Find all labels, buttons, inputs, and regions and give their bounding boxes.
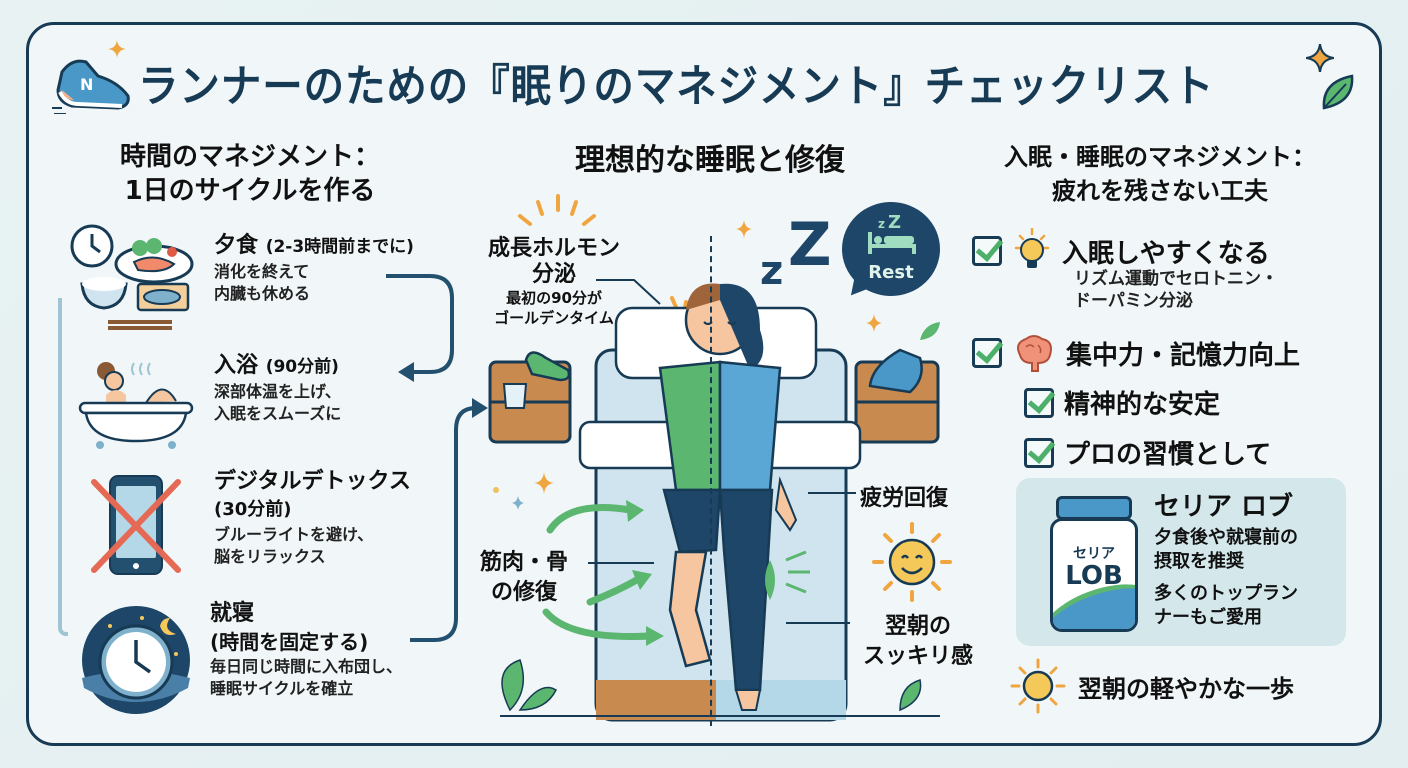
- lightbulb-icon: [1014, 228, 1050, 268]
- check-label: 精神的な安定: [1064, 390, 1221, 420]
- sparkle-icon: [1306, 44, 1334, 72]
- product-desc: 夕食後や就寝前の: [1154, 527, 1298, 548]
- product-desc: ナーもご愛用: [1154, 607, 1262, 628]
- label-desc: 最初の90分が: [506, 289, 602, 307]
- label-line: 分泌: [531, 262, 576, 287]
- label-line: の修復: [490, 580, 557, 605]
- check-item-mental-stability: 精神的な安定: [1024, 384, 1220, 421]
- item-note: (90分前): [265, 357, 339, 377]
- schedule-item-bedtime: 就寝 (時間を固定する) 毎日同じ時間に入布団し、 睡眠サイクルを確立: [210, 600, 402, 700]
- growth-hormone-label: 成長ホルモン 分泌 最初の90分が ゴールデンタイム: [474, 236, 634, 328]
- item-desc: 消化を終えて: [214, 262, 310, 281]
- item-desc: 深部体温を上げ、: [214, 382, 341, 401]
- item-note: (30分前): [214, 499, 292, 520]
- rest-label: Rest: [868, 262, 914, 283]
- right-heading-line1: 入眠・睡眠のマネジメント：: [1004, 143, 1316, 171]
- checkbox-checked[interactable]: [972, 338, 1002, 368]
- item-desc: 毎日同じ時間に入布団し、: [210, 657, 403, 676]
- item-desc: 睡眠サイクルを確立: [210, 679, 354, 698]
- supplement-bottle-icon: セリア LOB: [1050, 496, 1138, 632]
- bottle-brand: LOB: [1065, 561, 1123, 591]
- brain-icon: [1017, 335, 1052, 372]
- night-clock-icon: [82, 606, 190, 714]
- schedule-item-dinner: 夕食 (2-3時間前までに) 消化を終えて 内臓も休める: [214, 232, 414, 305]
- label-desc: ゴールデンタイム: [494, 309, 614, 327]
- item-desc: ブルーライトを避け、: [214, 525, 374, 544]
- leader-line: [596, 279, 661, 305]
- checkbox-checked[interactable]: [1024, 387, 1054, 418]
- timeline-line: [58, 298, 68, 636]
- no-phone-icon: [91, 475, 181, 575]
- product-desc: 摂取を推奨: [1154, 551, 1244, 572]
- left-heading-line1: 時間のマネジメント：: [119, 142, 380, 172]
- zzz-small: z: [760, 248, 784, 294]
- right-heading-line2: 疲れを残さない工夫: [1052, 177, 1268, 205]
- svg-text:z: z: [878, 217, 885, 231]
- product-name: セリア ロブ: [1154, 492, 1294, 522]
- flow-arrows: [386, 274, 488, 642]
- dinner-icon: [70, 224, 194, 330]
- right-section-heading: 入眠・睡眠のマネジメント： 疲れを残さない工夫: [990, 140, 1330, 208]
- leaf-icon: [1322, 74, 1354, 110]
- bed-icon: z Z: [868, 214, 916, 254]
- item-title: 就寝: [210, 601, 255, 626]
- page-title: ランナーのための『眠りのマネジメント』チェックリスト: [138, 61, 1215, 112]
- item-title: 入浴: [214, 353, 259, 378]
- check-desc-line: リズム運動でセロトニン・: [1074, 269, 1278, 289]
- label-line: スッキリ感: [862, 644, 973, 669]
- zzz-big: Z: [788, 210, 832, 280]
- item-desc: 脳をリラックス: [214, 547, 326, 566]
- smiling-sun-icon: [872, 522, 952, 602]
- svg-text:Z: Z: [888, 214, 901, 233]
- bottle-label: セリア: [1073, 546, 1115, 562]
- footer-label: 翌朝の軽やかな一歩: [1078, 674, 1294, 703]
- leader-line: [808, 492, 856, 494]
- item-note: (2-3時間前までに): [265, 237, 414, 257]
- product-card: セリア LOB セリア ロブ 夕食後や就寝前の 摂取を推奨 多くのトップラン ナ…: [1016, 478, 1346, 646]
- muscle-repair-label: 筋肉・骨 の修復: [470, 548, 578, 608]
- item-desc: 内臓も休める: [214, 284, 311, 303]
- check-label: 集中力・記憶力向上: [1066, 340, 1301, 371]
- sleeping-runner-illustration: [488, 194, 940, 722]
- check-item-sleep-onset: 入眠しやすくなる: [972, 228, 1270, 274]
- left-section-heading: 時間のマネジメント： 1日のサイクルを作る: [100, 140, 400, 208]
- schedule-item-bath: 入浴 (90分前) 深部体温を上げ、 入眠をスムーズに: [214, 352, 341, 425]
- sun-icon: [1010, 658, 1066, 714]
- check-label: プロの習慣として: [1064, 440, 1272, 470]
- footer-morning-step: 翌朝の軽やかな一歩: [1010, 658, 1294, 714]
- svg-text:N: N: [80, 75, 93, 94]
- left-heading-line2: 1日のサイクルを作る: [124, 176, 376, 206]
- product-desc: 多くのトップラン: [1154, 583, 1298, 604]
- sparkle-icon: [108, 40, 126, 58]
- leader-line: [786, 622, 850, 624]
- leader-line: [588, 562, 654, 564]
- check-label: 入眠しやすくなる: [1062, 238, 1270, 269]
- checkbox-checked[interactable]: [1024, 437, 1054, 468]
- check-item-concentration: 集中力・記憶力向上: [972, 333, 1300, 373]
- item-title: デジタルデトックス: [214, 469, 411, 494]
- check-desc: リズム運動でセロトニン・ ドーパミン分泌: [1074, 268, 1278, 312]
- item-desc: 入眠をスムーズに: [214, 404, 342, 423]
- item-title: 夕食: [214, 233, 259, 258]
- label-line: 翌朝の: [884, 614, 951, 639]
- fatigue-recovery-label: 疲労回復: [860, 486, 949, 511]
- rest-bubble: z Z Rest: [842, 202, 940, 296]
- running-shoe-icon: N: [52, 59, 130, 114]
- divider-dashed-line: [710, 236, 712, 726]
- morning-refresh-label: 翌朝の スッキリ感: [852, 612, 984, 672]
- label-line: 成長ホルモン: [487, 236, 620, 261]
- check-desc-line: ドーパミン分泌: [1074, 291, 1193, 311]
- center-section-heading: 理想的な睡眠と修復: [575, 143, 845, 178]
- checkbox-checked[interactable]: [972, 236, 1002, 266]
- schedule-item-digital-detox: デジタルデトックス (30分前) ブルーライトを避け、 脳をリラックス: [214, 468, 411, 568]
- item-note: (時間を固定する): [210, 630, 369, 654]
- check-item-pro-habit: プロの習慣として: [1024, 434, 1271, 471]
- bath-icon: [78, 362, 194, 449]
- label-line: 筋肉・骨: [479, 550, 568, 575]
